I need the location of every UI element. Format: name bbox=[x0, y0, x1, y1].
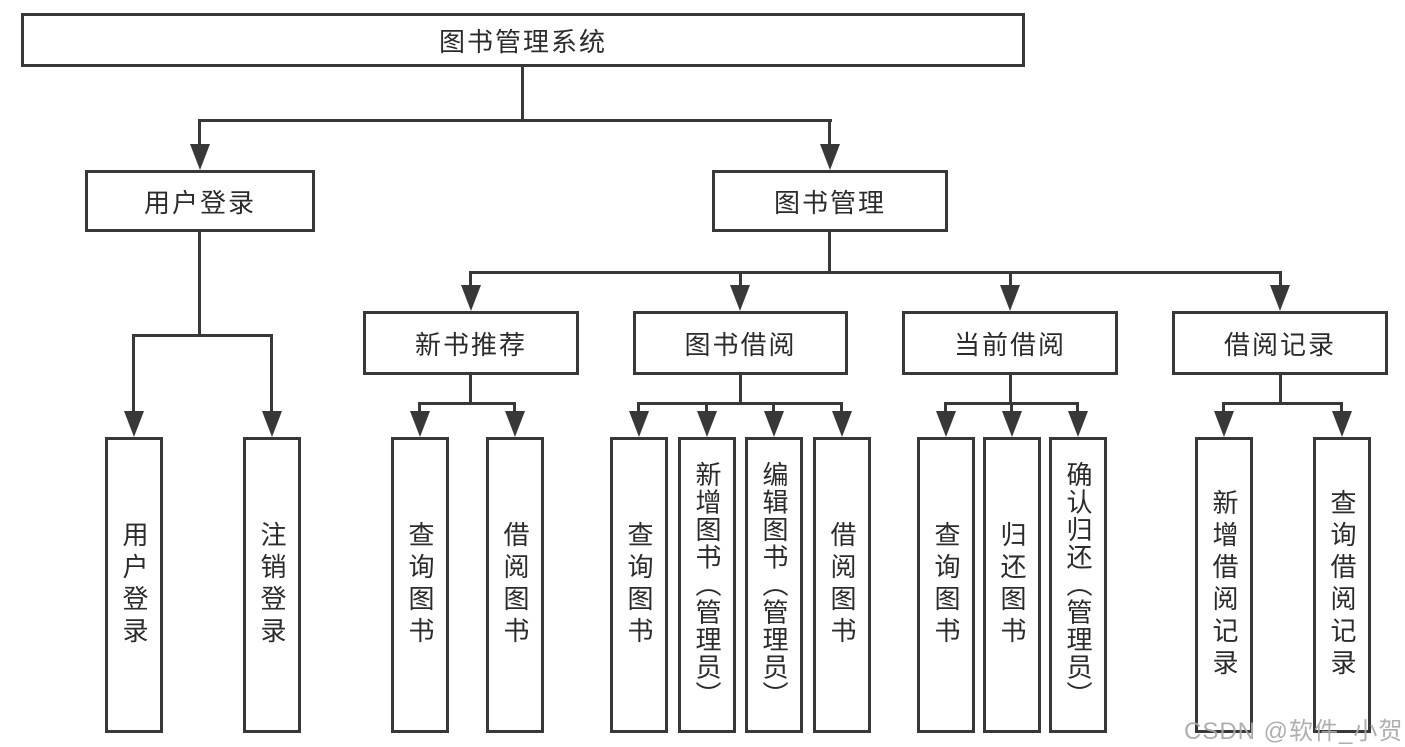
node-current-borrowing: 当前借阅 bbox=[902, 311, 1118, 375]
leaf-query-books-borrow: 查询图书 bbox=[610, 437, 668, 733]
connector-line bbox=[469, 271, 472, 287]
node-borrow-records-label: 借阅记录 bbox=[1223, 329, 1336, 360]
node-book-management: 图书管理 bbox=[712, 170, 948, 232]
connector-line bbox=[469, 271, 1282, 274]
leaf-logout-label: 注销登录 bbox=[257, 521, 287, 649]
connector-line bbox=[772, 402, 775, 414]
connector-line bbox=[1009, 271, 1012, 287]
connector-line bbox=[705, 402, 708, 414]
leaf-return-books-label: 归还图书 bbox=[997, 521, 1027, 649]
connector-line bbox=[1279, 375, 1282, 404]
arrow-down-icon bbox=[730, 285, 750, 311]
connector-line bbox=[828, 119, 831, 149]
leaf-edit-books-admin-label: 编辑图书（管理员） bbox=[759, 461, 789, 709]
arrow-down-icon bbox=[832, 411, 852, 437]
leaf-query-books-current: 查询图书 bbox=[917, 437, 975, 733]
arrow-down-icon bbox=[505, 411, 525, 437]
connector-line bbox=[132, 334, 135, 413]
node-current-borrowing-label: 当前借阅 bbox=[953, 329, 1066, 360]
connector-line bbox=[637, 402, 640, 414]
node-user-login: 用户登录 bbox=[85, 170, 315, 232]
connector-line bbox=[1010, 402, 1013, 414]
leaf-borrow-books-new-label: 借阅图书 bbox=[500, 521, 530, 649]
node-book-management-label: 图书管理 bbox=[773, 187, 886, 218]
connector-line bbox=[521, 67, 524, 121]
node-root-label: 图书管理系统 bbox=[438, 26, 607, 57]
leaf-query-books-borrow-label: 查询图书 bbox=[624, 521, 654, 649]
node-borrow-records: 借阅记录 bbox=[1172, 311, 1388, 375]
connector-line bbox=[1340, 402, 1343, 414]
leaf-borrow-books-label: 借阅图书 bbox=[827, 521, 857, 649]
leaf-user-login-label: 用户登录 bbox=[119, 521, 149, 649]
leaf-logout: 注销登录 bbox=[243, 437, 301, 733]
node-user-login-label: 用户登录 bbox=[143, 187, 256, 218]
arrow-down-icon bbox=[820, 144, 840, 170]
connector-line bbox=[418, 402, 421, 414]
arrow-down-icon bbox=[461, 285, 481, 311]
leaf-query-books-current-label: 查询图书 bbox=[931, 521, 961, 649]
connector-line bbox=[418, 402, 516, 405]
connector-line bbox=[270, 334, 273, 413]
arrow-down-icon bbox=[262, 411, 282, 437]
leaf-edit-books-admin: 编辑图书（管理员） bbox=[745, 437, 803, 733]
node-root: 图书管理系统 bbox=[21, 13, 1025, 67]
watermark: CSDN @软件_小贺同学 bbox=[1184, 718, 1405, 745]
leaf-query-borrow-record: 查询借阅记录 bbox=[1313, 437, 1371, 733]
connector-line bbox=[469, 375, 472, 404]
arrow-down-icon bbox=[936, 411, 956, 437]
leaf-query-borrow-record-label: 查询借阅记录 bbox=[1327, 489, 1357, 681]
leaf-add-borrow-record-label: 新增借阅记录 bbox=[1209, 489, 1239, 681]
leaf-add-borrow-record: 新增借阅记录 bbox=[1195, 437, 1253, 733]
arrow-down-icon bbox=[1270, 285, 1290, 311]
connector-line bbox=[132, 334, 273, 337]
connector-line bbox=[739, 375, 742, 404]
arrow-down-icon bbox=[1000, 285, 1020, 311]
connector-line bbox=[840, 402, 843, 414]
connector-line bbox=[828, 232, 831, 274]
leaf-query-books-new: 查询图书 bbox=[391, 437, 449, 733]
arrow-down-icon bbox=[764, 411, 784, 437]
leaf-add-books-admin: 新增图书（管理员） bbox=[678, 437, 736, 733]
arrow-down-icon bbox=[190, 144, 210, 170]
connector-line bbox=[198, 232, 201, 337]
connector-line bbox=[1279, 271, 1282, 287]
leaf-return-books: 归还图书 bbox=[983, 437, 1041, 733]
connector-line bbox=[513, 402, 516, 414]
leaf-user-login: 用户登录 bbox=[105, 437, 163, 733]
leaf-borrow-books-new: 借阅图书 bbox=[486, 437, 544, 733]
arrow-down-icon bbox=[1214, 411, 1234, 437]
leaf-add-books-admin-label: 新增图书（管理员） bbox=[692, 461, 722, 709]
connector-line bbox=[1009, 375, 1012, 404]
connector-line bbox=[1076, 402, 1079, 414]
connector-line bbox=[198, 119, 832, 122]
connector-line bbox=[1222, 402, 1225, 414]
connector-line bbox=[1222, 402, 1343, 405]
connector-line bbox=[637, 402, 843, 405]
arrow-down-icon bbox=[1332, 411, 1352, 437]
node-new-book-recommend: 新书推荐 bbox=[363, 311, 579, 375]
node-book-borrowing-label: 图书借阅 bbox=[684, 329, 797, 360]
arrow-down-icon bbox=[629, 411, 649, 437]
leaf-borrow-books: 借阅图书 bbox=[813, 437, 871, 733]
arrow-down-icon bbox=[410, 411, 430, 437]
connector-line bbox=[198, 119, 201, 149]
node-book-borrowing: 图书借阅 bbox=[633, 311, 848, 375]
leaf-confirm-return-admin-label: 确认归还（管理员） bbox=[1063, 461, 1093, 709]
arrow-down-icon bbox=[1068, 411, 1088, 437]
node-new-book-recommend-label: 新书推荐 bbox=[414, 329, 527, 360]
leaf-query-books-new-label: 查询图书 bbox=[405, 521, 435, 649]
connector-line bbox=[944, 402, 947, 414]
arrow-down-icon bbox=[124, 411, 144, 437]
connector-line bbox=[739, 271, 742, 287]
arrow-down-icon bbox=[1002, 411, 1022, 437]
leaf-confirm-return-admin: 确认归还（管理员） bbox=[1049, 437, 1107, 733]
arrow-down-icon bbox=[697, 411, 717, 437]
